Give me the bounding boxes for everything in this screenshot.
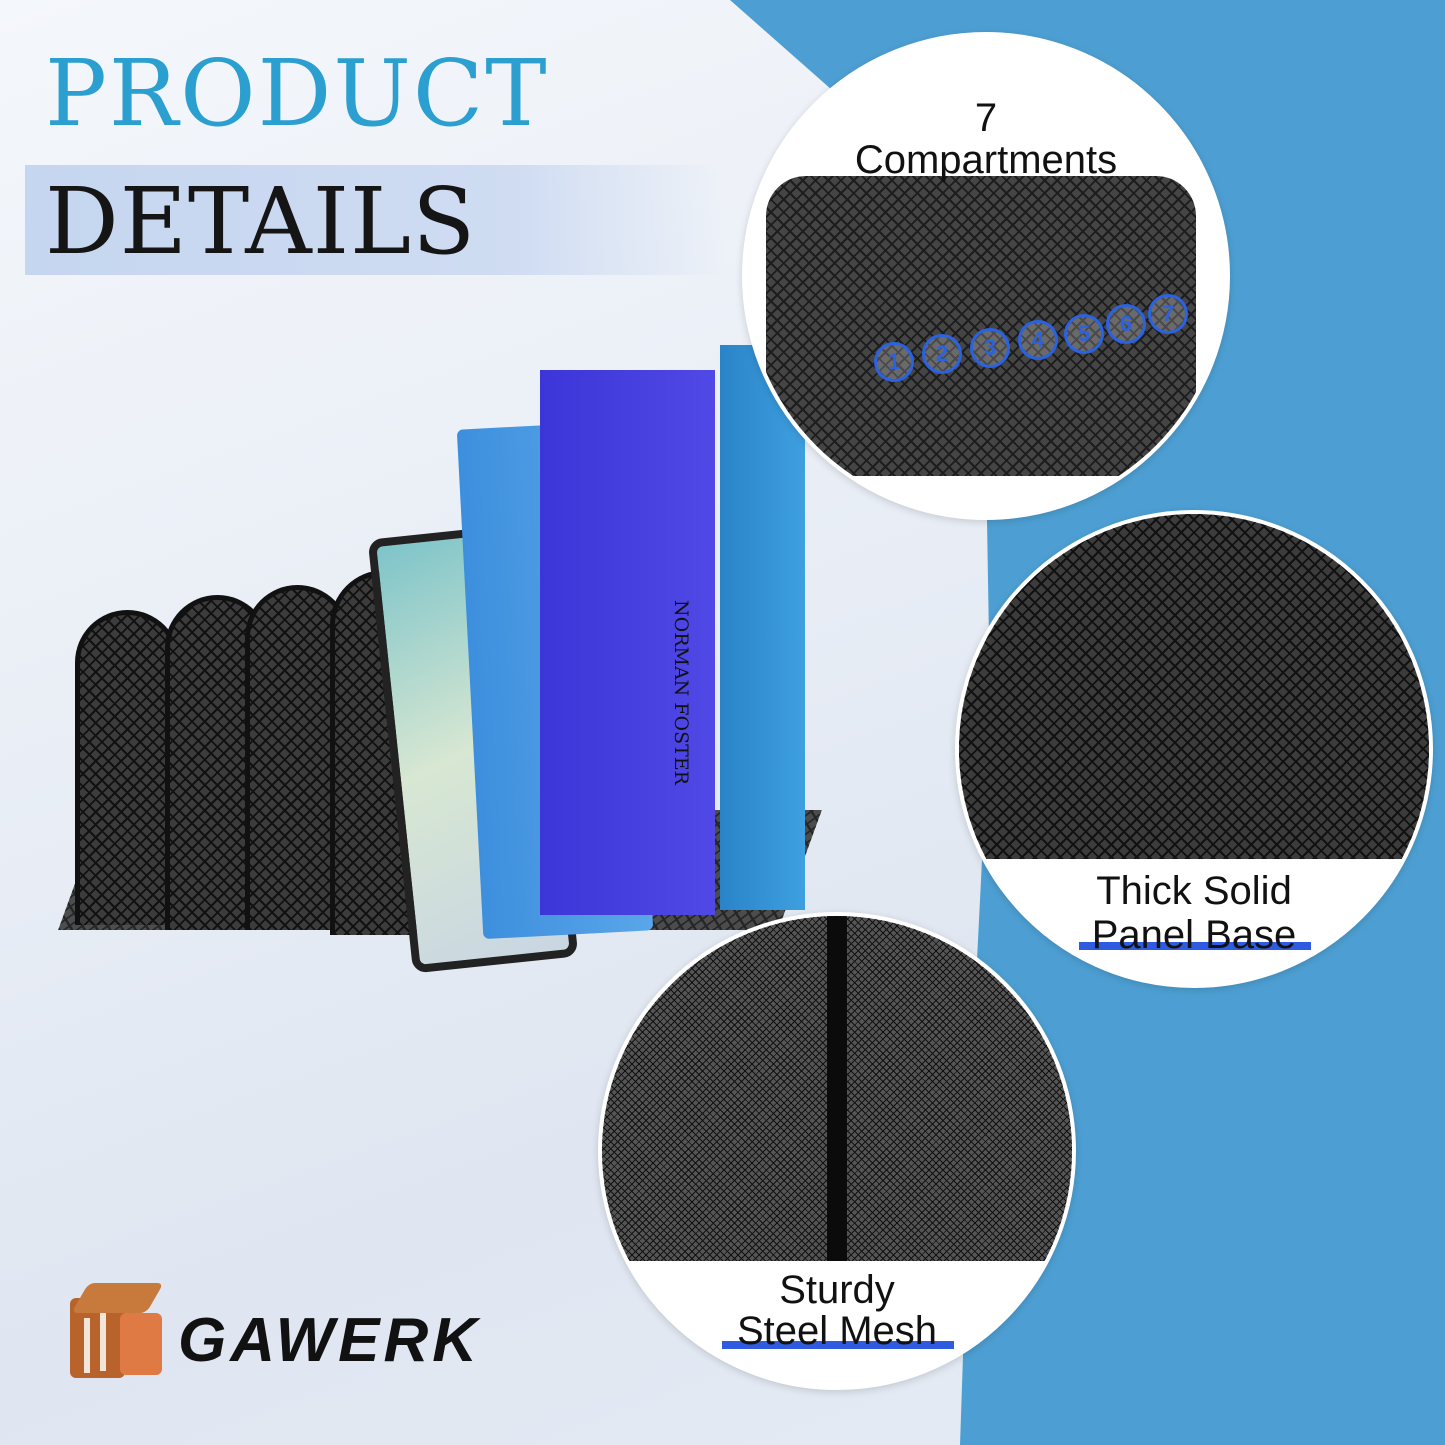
divider <box>245 585 350 930</box>
book-purple: NORMAN FOSTER <box>540 370 715 915</box>
product-image: NORMAN FOSTER <box>58 340 822 1020</box>
base-image <box>959 514 1429 859</box>
brand-logo-icon <box>70 1283 165 1378</box>
compartment-number: 4 <box>1018 320 1058 360</box>
title-details: DETAILS <box>45 168 477 275</box>
base-label-line1: Thick Solid <box>1096 869 1292 913</box>
caption-underline <box>722 1341 954 1349</box>
brand-logo-text: GAWERK <box>178 1306 481 1375</box>
caption-underline <box>1079 942 1311 950</box>
mesh-label-line1: Sturdy <box>779 1268 895 1312</box>
compartment-number: 2 <box>922 334 962 374</box>
title-band <box>25 165 725 275</box>
compartment-number: 3 <box>970 328 1010 368</box>
book-spine-text: NORMAN FOSTER <box>670 600 692 785</box>
compartments-label: Compartments <box>854 138 1118 182</box>
base-detail-circle: Thick Solid Panel Base <box>955 510 1433 988</box>
compartments-detail-circle: 7 Compartments 1 2 3 4 5 6 7 <box>742 32 1230 520</box>
compartment-number: 5 <box>1064 314 1104 354</box>
compartment-number: 6 <box>1106 304 1146 344</box>
compartments-count: 7 <box>974 96 998 140</box>
title-product: PRODUCT <box>45 40 549 147</box>
compartment-number: 7 <box>1148 294 1188 334</box>
organizer-image <box>766 176 1196 476</box>
mesh-label-line2: Steel Mesh <box>736 1309 938 1353</box>
mesh-post <box>827 916 847 1261</box>
base-label-line2: Panel Base <box>1091 913 1297 957</box>
mesh-detail-circle: Sturdy Steel Mesh <box>598 912 1076 1390</box>
compartment-number: 1 <box>874 342 914 382</box>
